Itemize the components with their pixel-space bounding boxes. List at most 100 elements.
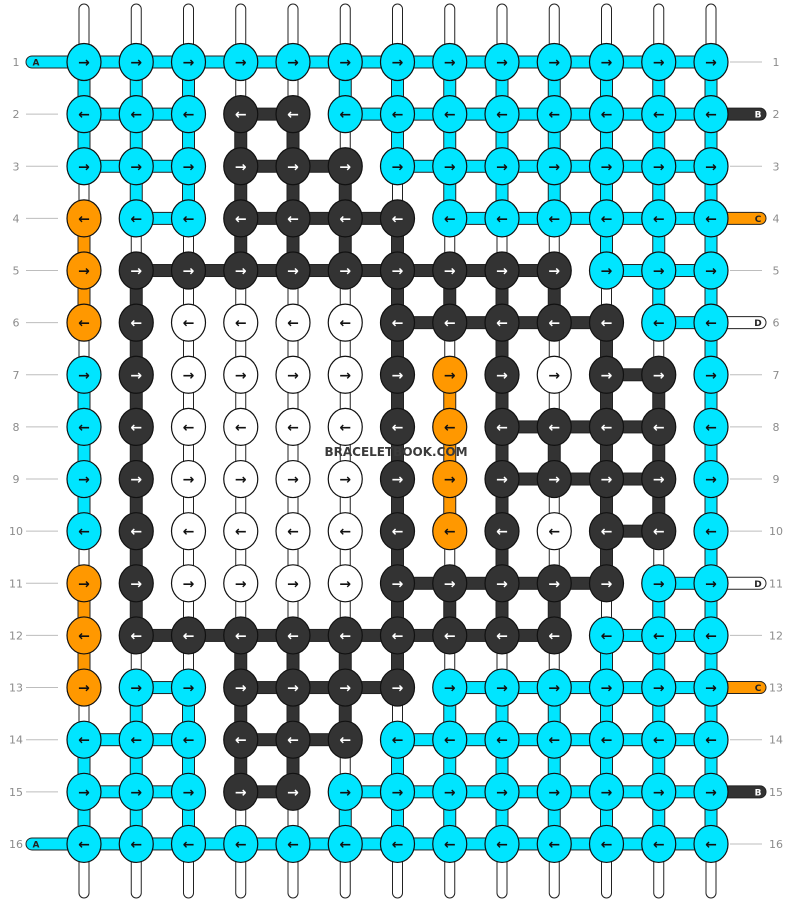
arrow-right-icon: → xyxy=(548,55,560,71)
knot: ← xyxy=(275,407,311,447)
knot-ellipse xyxy=(693,772,729,811)
knot: ← xyxy=(170,720,207,759)
knot: → xyxy=(66,42,102,82)
knot: ← xyxy=(379,95,416,134)
knot-ellipse xyxy=(275,251,311,290)
arrow-left-icon: ← xyxy=(601,107,613,123)
knot: → xyxy=(66,251,102,290)
knot: ← xyxy=(641,407,677,447)
knot-ellipse xyxy=(484,95,520,134)
knot-ellipse xyxy=(379,355,416,394)
arrow-left-icon: ← xyxy=(705,524,717,540)
knot: ← xyxy=(588,512,625,551)
knot-ellipse xyxy=(641,42,677,82)
knot: ← xyxy=(536,199,572,238)
arrow-left-icon: ← xyxy=(392,524,404,540)
arrow-right-icon: → xyxy=(392,368,404,384)
arrow-left-icon: ← xyxy=(78,837,90,853)
arrow-left-icon: ← xyxy=(653,837,665,853)
arrow-right-icon: → xyxy=(392,159,404,175)
arrow-right-icon: → xyxy=(339,576,351,592)
row-number-right: 8 xyxy=(773,421,780,434)
knot: ← xyxy=(432,824,468,864)
knot: → xyxy=(170,564,207,603)
knot: ← xyxy=(432,616,468,655)
knot: ← xyxy=(641,512,677,551)
arrow-left-icon: ← xyxy=(496,420,508,436)
row-number-right: 14 xyxy=(769,734,783,747)
knot-ellipse xyxy=(379,668,416,707)
arrow-left-icon: ← xyxy=(601,837,613,853)
knot: → xyxy=(693,459,729,499)
knot-ellipse xyxy=(327,95,363,134)
arrow-right-icon: → xyxy=(392,264,404,280)
knot: → xyxy=(641,147,677,186)
arrow-left-icon: ← xyxy=(339,733,351,749)
knot-ellipse xyxy=(693,251,729,290)
arrow-right-icon: → xyxy=(548,681,560,697)
row-number-left: 14 xyxy=(9,734,23,747)
knot-ellipse xyxy=(379,95,416,134)
arrow-right-icon: → xyxy=(705,264,717,280)
knot-ellipse xyxy=(536,147,572,186)
arrow-right-icon: → xyxy=(601,368,613,384)
arrow-left-icon: ← xyxy=(235,733,247,749)
arrow-left-icon: ← xyxy=(653,107,665,123)
arrow-right-icon: → xyxy=(496,264,508,280)
knot-ellipse xyxy=(432,720,468,759)
knot: ← xyxy=(484,720,520,759)
knot: → xyxy=(275,459,311,499)
arrow-right-icon: → xyxy=(653,681,665,697)
knot-ellipse xyxy=(484,251,520,290)
knot-ellipse xyxy=(118,199,154,238)
knot: ← xyxy=(118,95,154,134)
knot: → xyxy=(275,355,311,394)
knot: → xyxy=(379,42,416,82)
arrow-right-icon: → xyxy=(653,55,665,71)
knot: ← xyxy=(223,512,259,551)
arrow-left-icon: ← xyxy=(444,628,456,644)
knot-ellipse xyxy=(327,199,363,238)
knot-ellipse xyxy=(223,459,259,499)
knot-ellipse xyxy=(693,147,729,186)
row-number-right: 10 xyxy=(769,525,783,538)
knot-ellipse xyxy=(66,616,102,655)
arrow-left-icon: ← xyxy=(235,211,247,227)
arrow-left-icon: ← xyxy=(444,316,456,332)
knot: ← xyxy=(641,824,677,864)
knot: → xyxy=(327,251,363,290)
string-end-letter: B xyxy=(755,111,762,121)
arrow-left-icon: ← xyxy=(339,524,351,540)
knot: ← xyxy=(327,616,363,655)
arrow-right-icon: → xyxy=(653,159,665,175)
arrow-right-icon: → xyxy=(130,55,142,71)
row-number-left: 7 xyxy=(13,369,20,382)
watermark-text: BRACELETBOOK.COM xyxy=(324,445,467,459)
knot: ← xyxy=(118,824,154,864)
arrow-right-icon: → xyxy=(130,159,142,175)
knot-ellipse xyxy=(432,772,468,811)
knot-ellipse xyxy=(223,512,259,551)
arrow-right-icon: → xyxy=(78,576,90,592)
knot: → xyxy=(432,251,468,290)
knot-ellipse xyxy=(223,564,259,603)
arrow-right-icon: → xyxy=(78,264,90,280)
arrow-left-icon: ← xyxy=(183,420,195,436)
row-number-left: 15 xyxy=(9,786,23,799)
knot-ellipse xyxy=(275,668,311,707)
arrow-left-icon: ← xyxy=(496,524,508,540)
knot: → xyxy=(66,147,102,186)
arrow-left-icon: ← xyxy=(183,628,195,644)
arrow-right-icon: → xyxy=(78,681,90,697)
knot: ← xyxy=(379,720,416,759)
knot-ellipse xyxy=(379,407,416,447)
knot-ellipse xyxy=(536,407,572,447)
knot: → xyxy=(693,355,729,394)
arrow-left-icon: ← xyxy=(392,733,404,749)
arrow-left-icon: ← xyxy=(392,628,404,644)
arrow-right-icon: → xyxy=(235,576,247,592)
knot: ← xyxy=(327,720,363,759)
knot: → xyxy=(588,42,625,82)
knot-ellipse xyxy=(275,199,311,238)
